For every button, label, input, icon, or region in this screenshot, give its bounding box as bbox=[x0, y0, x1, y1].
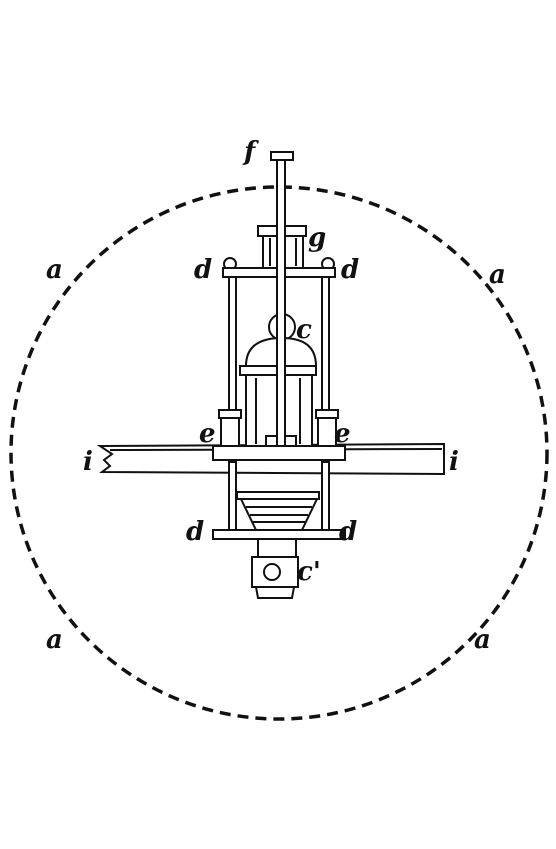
dashed-boundary-circle bbox=[9, 185, 549, 721]
label-a-bottom-right: a bbox=[474, 625, 491, 655]
upper-base-plate bbox=[212, 445, 346, 461]
lower-crossbar bbox=[212, 529, 346, 540]
side-blocks bbox=[218, 409, 339, 447]
lower-knob bbox=[251, 538, 299, 599]
label-d-top-right: d bbox=[341, 255, 359, 285]
label-a-bottom-left: a bbox=[46, 625, 63, 655]
label-i-right: i bbox=[449, 447, 459, 477]
label-f: f bbox=[242, 137, 259, 167]
label-d-bottom-right: d bbox=[339, 517, 357, 547]
label-a-top-left: a bbox=[46, 255, 63, 285]
lower-bearing bbox=[236, 491, 320, 531]
label-d-bottom-left: d bbox=[186, 517, 204, 547]
label-i-left: i bbox=[83, 447, 93, 477]
label-e-right: e bbox=[334, 419, 351, 449]
label-d-top-left: d bbox=[194, 255, 212, 285]
label-c: c bbox=[296, 315, 312, 345]
label-e-left: e bbox=[199, 419, 216, 449]
label-a-top-right: a bbox=[489, 260, 506, 290]
label-c-prime: c' bbox=[297, 557, 321, 587]
label-g: g bbox=[308, 223, 326, 253]
